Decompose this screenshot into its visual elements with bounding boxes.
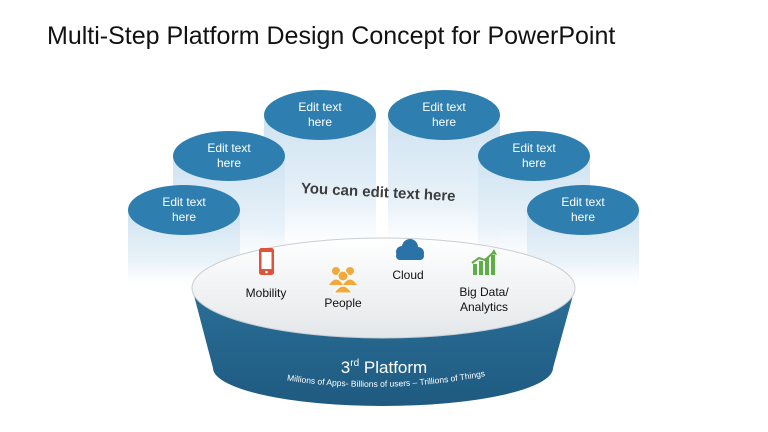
slide-title: Multi-Step Platform Design Concept for P… (47, 22, 616, 50)
pillar-1-label-line1: Edit text (162, 195, 206, 209)
cloud-icon (396, 239, 424, 260)
pillar-6-label-line2: here (571, 210, 595, 224)
pillar-6-label-line1: Edit text (561, 195, 605, 209)
people-icon (329, 267, 357, 294)
pillar-5-label-line2: here (522, 156, 546, 170)
big-data-label-line2: Analytics (460, 300, 508, 314)
pillar-6[interactable]: Edit text here (527, 185, 639, 295)
pillar-1-label-line2: here (172, 210, 196, 224)
pillar-4-label-line1: Edit text (422, 100, 466, 114)
pillar-3-label-line1: Edit text (298, 100, 342, 114)
people-label: People (324, 296, 362, 310)
bar-chart-icon (471, 249, 497, 275)
pillar-5-label-line1: Edit text (512, 141, 556, 155)
cloud-label: Cloud (392, 268, 423, 282)
mobile-phone-icon (259, 248, 274, 275)
mobility-label: Mobility (246, 286, 287, 300)
platform-title[interactable]: 3rd Platform (341, 358, 427, 377)
pillar-2-label-line2: here (217, 156, 241, 170)
big-data-label-line1: Big Data/ (459, 285, 509, 299)
platform-side (192, 288, 575, 406)
pillar-4-label-line2: here (432, 115, 456, 129)
pillar-3-label-line2: here (308, 115, 332, 129)
pillar-2-label-line1: Edit text (207, 141, 251, 155)
